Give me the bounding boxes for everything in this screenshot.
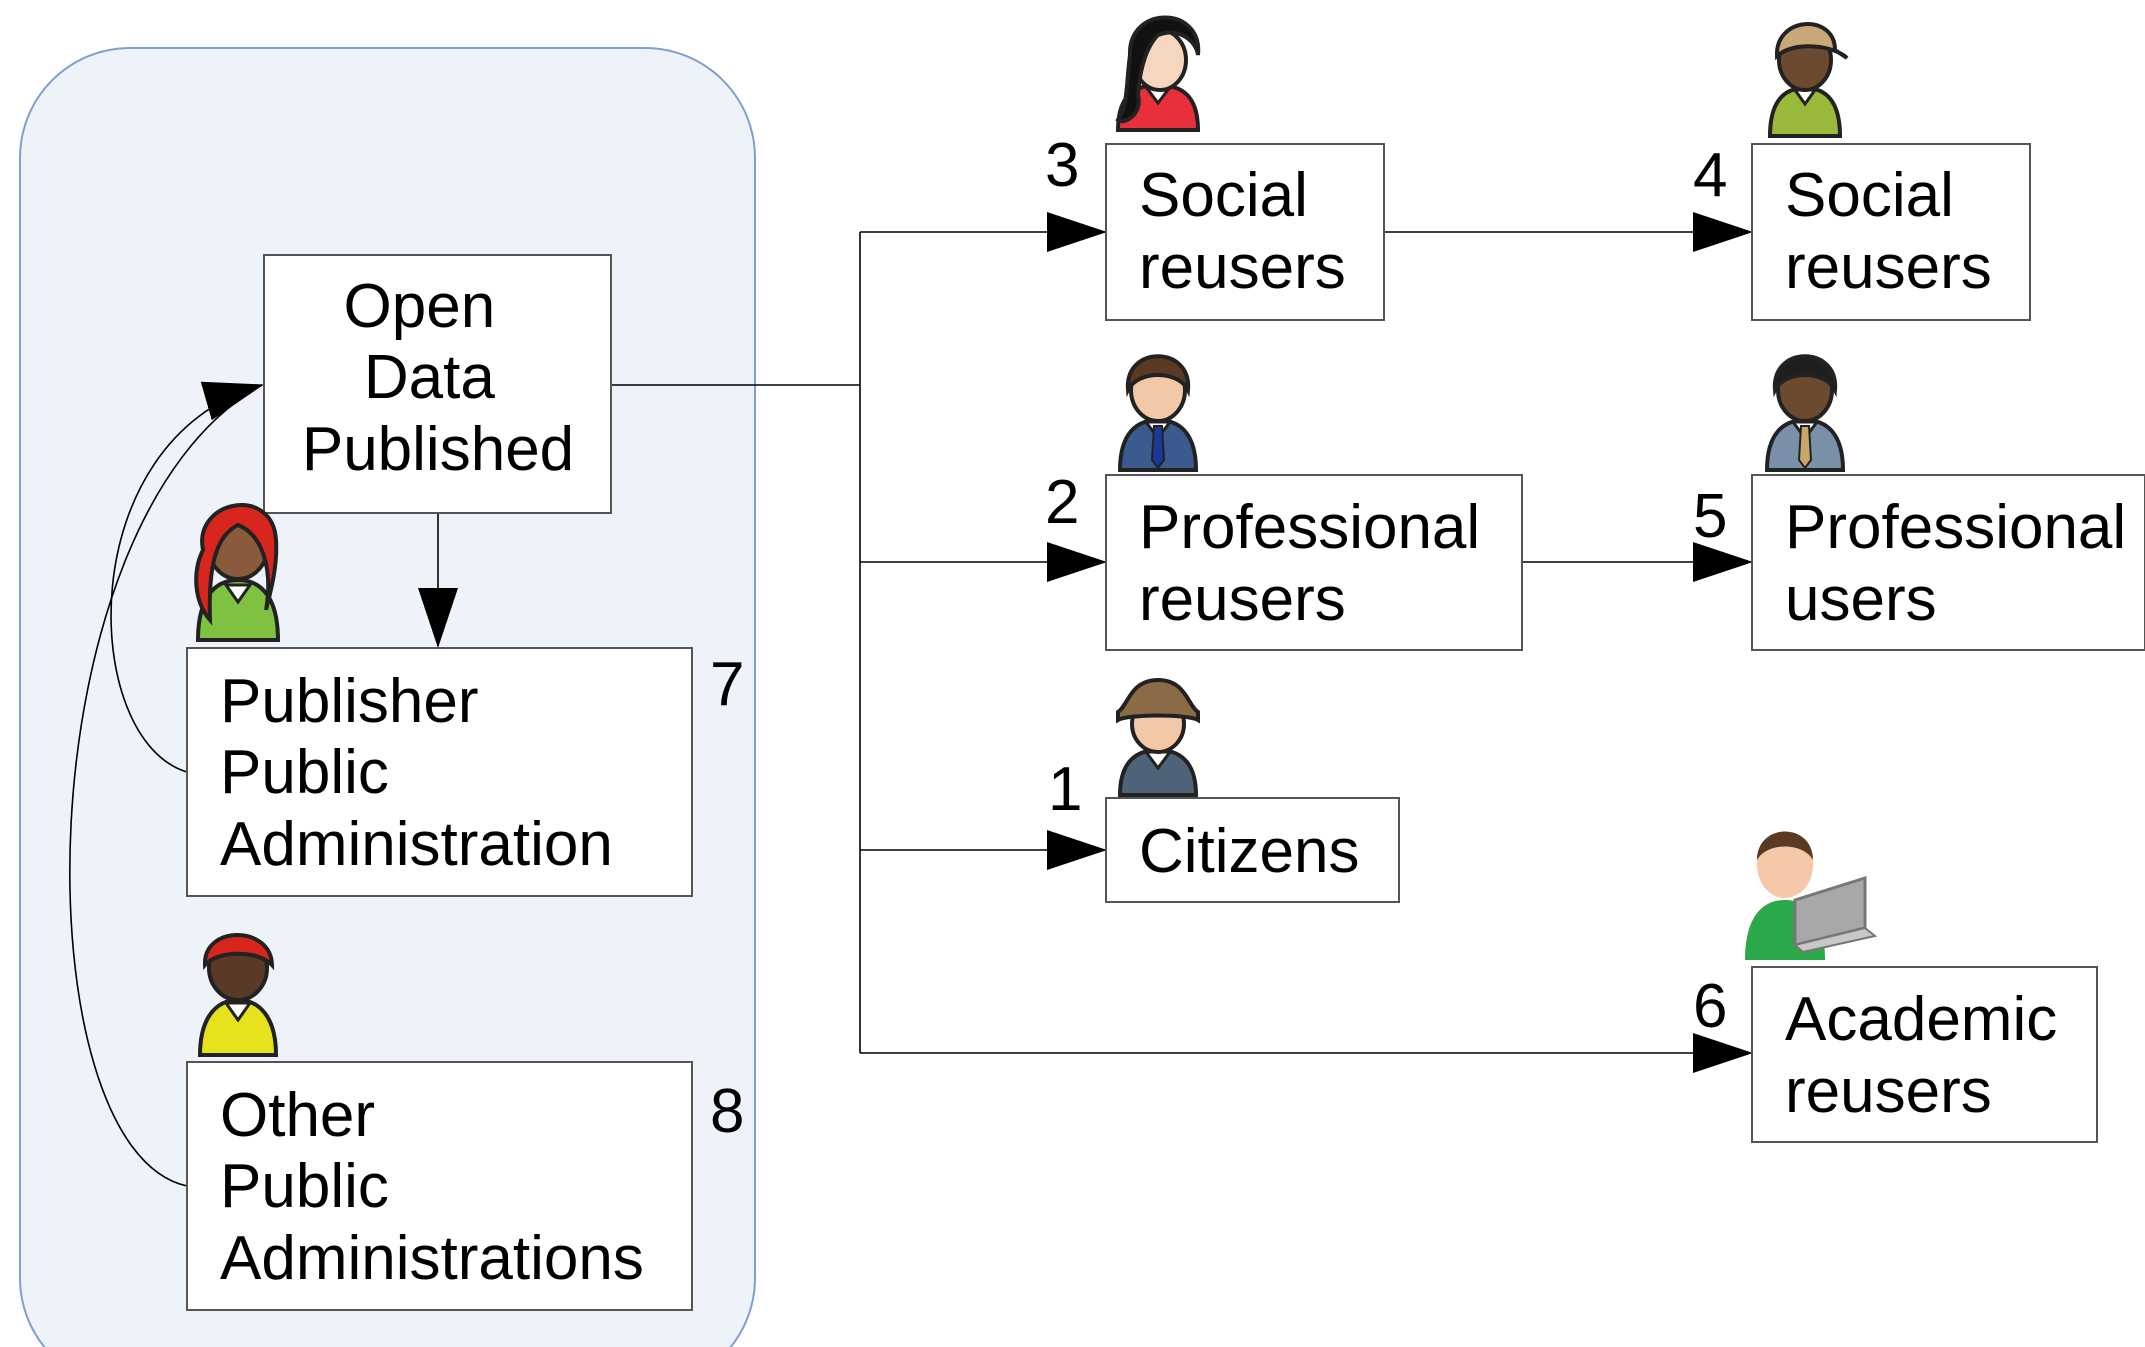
open-data-line-1: Open	[344, 272, 496, 341]
social-reusers-3-box	[1105, 143, 1385, 321]
arrow-publisher-feedback	[110, 381, 264, 773]
node-professional-users: Professional users 5	[1693, 474, 2145, 651]
professional-users-box	[1751, 474, 2145, 651]
arrow-other-pa-feedback	[69, 384, 263, 1187]
professional-reusers-line-1: Professional	[1139, 493, 1480, 562]
other-pa-line-3: Administrations	[220, 1224, 644, 1293]
publisher-pa-line-1: Publisher	[220, 667, 478, 736]
publisher-pa-box	[186, 647, 693, 897]
svg-text:Publisher Public A: Publisher Public Administration	[220, 667, 613, 879]
professional-reusers-number: 2	[1045, 468, 1079, 537]
svg-text:Other Public Admin: Other Public Administrations	[220, 1081, 644, 1293]
academic-reusers-line-1: Academic	[1785, 985, 2057, 1054]
svg-text:Professional reusers: Professional reusers	[1139, 493, 1497, 634]
social-reusers-3-line-2: reusers	[1139, 233, 1346, 302]
citizens-box	[1105, 797, 1400, 903]
svg-text:Academic reusers: Academic reusers	[1785, 985, 2074, 1126]
svg-text:Social reusers: Social reusers	[1785, 161, 1992, 302]
social-reusers-4-number: 4	[1693, 141, 1727, 210]
other-pa-number: 8	[710, 1077, 744, 1146]
node-publisher-pa: Publisher Public Administration 7	[186, 647, 744, 897]
social-reusers-3-line-1: Social	[1139, 161, 1308, 230]
connectors	[69, 212, 1753, 1187]
professional-users-line-1: Professional	[1785, 493, 2126, 562]
citizens-line-1: Citizens	[1139, 817, 1360, 886]
academic-reusers-box	[1751, 966, 2098, 1143]
node-social-reusers-4: Social reusers 4	[1693, 141, 2031, 321]
woman-red-cap-yellow-shirt-avatar-icon	[197, 933, 279, 1057]
social-reusers-4-box	[1751, 143, 2031, 321]
other-pa-box	[186, 1061, 693, 1311]
professional-reusers-box	[1105, 474, 1523, 651]
professional-users-line-2: users	[1785, 565, 1937, 634]
svg-text:Citizens: Citizens	[1139, 817, 1360, 886]
professional-reusers-line-2: reusers	[1139, 565, 1346, 634]
publisher-pa-line-2: Public	[220, 738, 389, 807]
svg-text:Open Data Publishe: Open Data Published	[302, 272, 574, 484]
node-other-pa: Other Public Administrations 8	[186, 1061, 744, 1311]
other-pa-line-1: Other	[220, 1081, 375, 1150]
node-professional-reusers: Professional reusers 2	[1045, 468, 1523, 651]
open-data-line-3: Published	[302, 415, 574, 484]
student-laptop-avatar-icon	[1745, 831, 1878, 960]
man-cap-green-shirt-avatar-icon	[1767, 22, 1849, 138]
businessman-dark-skin-avatar-icon	[1764, 354, 1846, 472]
node-citizens: Citizens 1	[1048, 755, 1400, 903]
open-data-box	[263, 254, 612, 514]
svg-text:Social reusers: Social reusers	[1139, 161, 1346, 302]
woman-red-hair-green-shirt-avatar-icon	[194, 503, 281, 642]
citizens-number: 1	[1048, 755, 1082, 824]
social-reusers-4-line-1: Social	[1785, 161, 1954, 230]
publisher-pa-number: 7	[710, 650, 744, 719]
man-hat-avatar-icon	[1116, 677, 1200, 797]
node-academic-reusers: Academic reusers 6	[1693, 966, 2098, 1143]
open-data-line-2: Data	[364, 343, 495, 412]
node-open-data: Open Data Published	[263, 254, 612, 514]
academic-reusers-number: 6	[1693, 972, 1727, 1041]
publisher-pa-line-3: Administration	[220, 810, 613, 879]
businessman-blue-suit-avatar-icon	[1117, 354, 1199, 472]
svg-text:Professional users: Professional users	[1785, 493, 2143, 634]
academic-reusers-line-2: reusers	[1785, 1057, 1992, 1126]
node-social-reusers-3: Social reusers 3	[1045, 131, 1385, 321]
woman-black-hair-red-shirt-avatar-icon	[1115, 15, 1201, 132]
social-reusers-3-number: 3	[1045, 131, 1079, 200]
other-pa-line-2: Public	[220, 1152, 389, 1221]
professional-users-number: 5	[1693, 482, 1727, 551]
social-reusers-4-line-2: reusers	[1785, 233, 1992, 302]
